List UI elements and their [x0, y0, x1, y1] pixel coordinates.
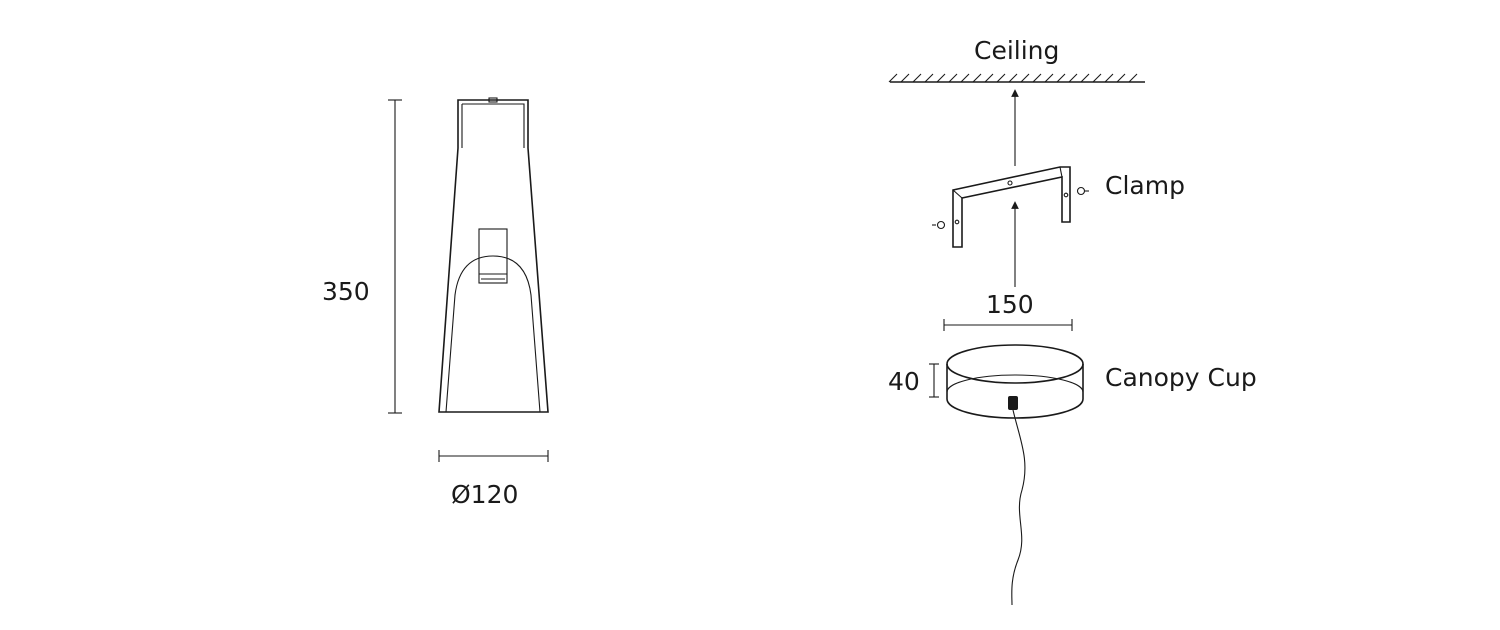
ceiling-hatch-mark	[1080, 73, 1090, 83]
ceiling-hatch-mark	[912, 73, 922, 83]
ceiling-hatch-mark	[1116, 73, 1126, 83]
ceiling-hatch-mark	[1128, 73, 1138, 83]
lamp-shade-top-rim	[461, 103, 525, 148]
clamp-label: Clamp	[1105, 171, 1185, 200]
clamp-bracket: Clamp	[932, 166, 1185, 248]
ceiling-hatch-mark	[936, 73, 946, 83]
clamp-screw-right	[1076, 186, 1086, 196]
canopy-cup-label: Canopy Cup	[1105, 363, 1257, 392]
canopy-height-dimension: 40	[888, 363, 939, 398]
ceiling-hatch-mark	[1068, 73, 1078, 83]
ceiling-hatch-mark	[924, 73, 934, 83]
canopy-height-label: 40	[888, 367, 920, 396]
clamp-screw-left	[936, 220, 946, 230]
ceiling-hatch-mark	[1056, 73, 1066, 83]
diameter-dimension: Ø120	[438, 450, 549, 509]
lamp-shade-outline	[438, 99, 549, 413]
ceiling-hatch-mark	[948, 73, 958, 83]
ceiling-hatch-mark	[1104, 73, 1114, 83]
ceiling-hatch-mark	[1092, 73, 1102, 83]
canopy-cup: Canopy Cup	[946, 344, 1257, 419]
canopy-width-dimension: 150	[943, 290, 1073, 331]
ceiling-hatch-mark	[972, 73, 982, 83]
ceiling-hatch-mark	[900, 73, 910, 83]
ceiling-hatch-mark	[1044, 73, 1054, 83]
ceiling-hatch-mark	[996, 73, 1006, 83]
height-dimension-label: 350	[322, 277, 370, 306]
cord-grip	[1008, 396, 1018, 410]
canopy-width-label: 150	[986, 290, 1034, 319]
ceiling-hatch-mark	[1008, 73, 1018, 83]
lamp-socket	[478, 228, 508, 284]
ceiling-hatch-mark	[984, 73, 994, 83]
ceiling: Ceiling	[888, 36, 1145, 83]
height-dimension: 350	[322, 99, 402, 414]
ceiling-label: Ceiling	[974, 36, 1059, 65]
ceiling-hatch-mark	[960, 73, 970, 83]
ceiling-hatch-mark	[1020, 73, 1030, 83]
lamp-shade-top-notch	[488, 97, 498, 103]
power-cord	[1011, 409, 1026, 606]
lamp-shade-drawing	[438, 97, 549, 413]
ceiling-hatch-mark	[1032, 73, 1042, 83]
lamp-shade-inner-arch	[445, 255, 541, 413]
ceiling-hatch-mark	[888, 73, 898, 83]
diameter-dimension-label: Ø120	[451, 480, 518, 509]
